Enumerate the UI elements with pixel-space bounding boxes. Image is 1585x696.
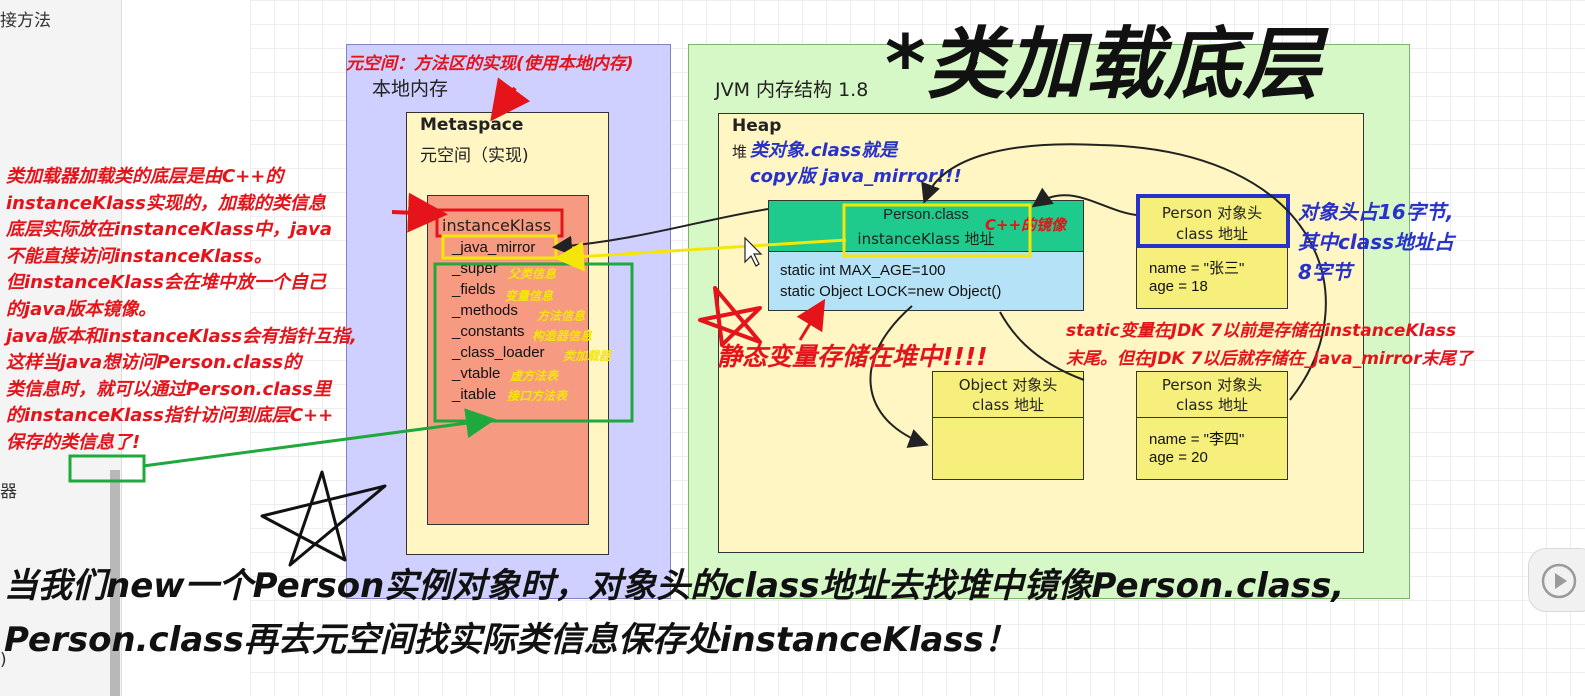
header-size-note-line3: 8字节: [1298, 260, 1352, 284]
person1-class-address: class 地址: [1175, 225, 1248, 243]
object1-class-address: class 地址: [971, 396, 1044, 414]
arrow-yellow-mirror: [554, 238, 847, 272]
left-annotation-line: 这样当java想访问Person.class的: [6, 352, 302, 374]
left-annotation-line: 的java版本镜像。: [6, 298, 157, 320]
mirror-note-line1: 类对象.class就是: [750, 140, 898, 161]
person2-name: name = "李四": [1149, 431, 1245, 448]
left-annotation-line: 保存的类信息了!: [6, 431, 141, 453]
field-constants: _constants: [452, 323, 525, 340]
play-button[interactable]: [1528, 548, 1585, 612]
heap-title: Heap: [732, 116, 782, 136]
person-class-title: Person.class: [883, 206, 969, 223]
person1-header-highlight: [1136, 194, 1290, 248]
left-annotation-line: 类加载器加载类的底层是由C++的: [6, 166, 284, 187]
note-vtable: 虚方法表: [510, 369, 559, 383]
field-itable: _itable: [452, 386, 497, 403]
mouse-cursor-icon: [744, 236, 763, 267]
mirror-note-line2: copy版 java_mirror!!!: [750, 166, 962, 187]
star-doodle-icon: [260, 470, 387, 567]
sidebar: [0, 0, 122, 696]
jvm-label: JVM 内存结构 1.8: [715, 79, 869, 101]
arrow-left-note-to-klass: [391, 192, 448, 233]
arrow-static-note: [796, 298, 826, 341]
left-annotation-line: instanceKlass实现的，加载的类信息: [6, 192, 326, 214]
arrow-object-to-class: [999, 311, 1085, 381]
play-icon: [1541, 563, 1577, 599]
arrow-person1-to-class: [1031, 187, 1137, 216]
sidebar-scrollbar[interactable]: [110, 470, 120, 696]
instance-klass-highlight: [435, 208, 564, 238]
object1-body: [932, 417, 1084, 480]
bottom-caption-line2: Person.class再去元空间找实际类信息保存处instanceKlass！: [4, 620, 1018, 660]
bottom-caption-line1: 当我们new一个Person实例对象时，对象头的class地址去找堆中镜像Per…: [4, 566, 1345, 606]
header-size-note-line2: 其中class地址占: [1298, 230, 1455, 254]
field-fields: _fields: [452, 281, 496, 298]
static-history-line1: static变量在JDK 7以前是存储在instanceKlass: [1066, 321, 1457, 341]
note-class-loader: 类加载器: [563, 349, 612, 363]
person-class-highlight: [842, 203, 1032, 258]
arrow-green-class-info: [142, 408, 496, 468]
class-info-highlight: [68, 454, 146, 483]
klass-fields-highlight: [433, 262, 634, 423]
field-java-mirror: _java_mirror: [452, 239, 536, 256]
person2-age: age = 20: [1149, 449, 1208, 466]
header-size-note-line1: 对象头占16字节,: [1298, 200, 1454, 224]
arrow-lock-to-object: [869, 305, 929, 448]
heap-subtitle: 堆: [732, 143, 748, 161]
person2-header: [1136, 371, 1288, 418]
left-annotation-line: java版本和instanceKlass会有指针互指,: [6, 325, 357, 347]
left-annotation-line: 的instanceKlass指针访问到底层C++: [6, 405, 334, 427]
metaspace-subtitle: 元空间（实现): [420, 146, 529, 166]
page-title: *类加载底层: [885, 20, 1322, 110]
field-methods: _methods: [452, 302, 518, 319]
java-mirror-highlight: [441, 234, 558, 260]
person1-name: name = "张三": [1149, 260, 1245, 277]
cpp-mirror-note: C++的镜像: [985, 216, 1067, 234]
person-class-klass-address: instanceKlass 地址: [857, 230, 995, 248]
note-itable: 接口方法表: [507, 389, 568, 403]
arrow-person2-to-class: [921, 143, 1327, 401]
static-history-line2: 末尾。但在JDK 7以后就存储在_java_mirror末尾了: [1066, 349, 1473, 369]
instance-klass-label: instanceKlass: [442, 216, 552, 235]
note-methods: 方法信息: [537, 309, 586, 323]
person2-body: [1136, 417, 1288, 480]
native-memory-label: 本地内存: [372, 78, 449, 100]
metaspace-annotation: 元空间：方法区的实现(使用本地内存): [346, 54, 634, 74]
person1-age: age = 18: [1149, 278, 1208, 295]
person1-header-title: Person 对象头: [1161, 204, 1263, 222]
static-max-age: static int MAX_AGE=100: [780, 262, 946, 279]
static-lock: static Object LOCK=new Object(): [780, 283, 1002, 300]
sidebar-item-method[interactable]: 接方法: [0, 11, 51, 31]
field-vtable: _vtable: [452, 365, 501, 382]
left-annotation-line: 不能直接访问instanceKlass。: [6, 245, 272, 267]
person2-header-title: Person 对象头: [1161, 376, 1263, 394]
sidebar-item-partial[interactable]: ): [0, 650, 7, 670]
object1-header-title: Object 对象头: [958, 376, 1058, 394]
left-annotation-line: 但instanceKlass会在堆中放一个自己: [6, 272, 326, 294]
static-in-heap-note: 静态变量存储在堆中!!!!: [717, 342, 988, 371]
note-fields: 变量信息: [505, 289, 554, 303]
arrow-class-to-mirror: [552, 208, 769, 256]
left-annotation-block: 类加载器加载类的底层是由C++的 instanceKlass实现的，加载的类信息…: [6, 164, 357, 457]
note-super: 父类信息: [508, 267, 557, 281]
left-annotation-line: 底层实际放在instanceKlass中，java: [6, 219, 333, 241]
person1-body: [1136, 246, 1288, 309]
arrow-metaspace-note: [490, 77, 531, 122]
note-constructors: 构造器信息: [532, 329, 593, 343]
sidebar-item-loader[interactable]: 器: [0, 482, 17, 502]
star-doodle-icon: [698, 286, 762, 347]
left-annotation-line: 类信息时，就可以通过Person.class里: [6, 378, 331, 400]
field-class-loader: _class_loader: [452, 344, 545, 361]
person2-class-address: class 地址: [1175, 396, 1248, 414]
